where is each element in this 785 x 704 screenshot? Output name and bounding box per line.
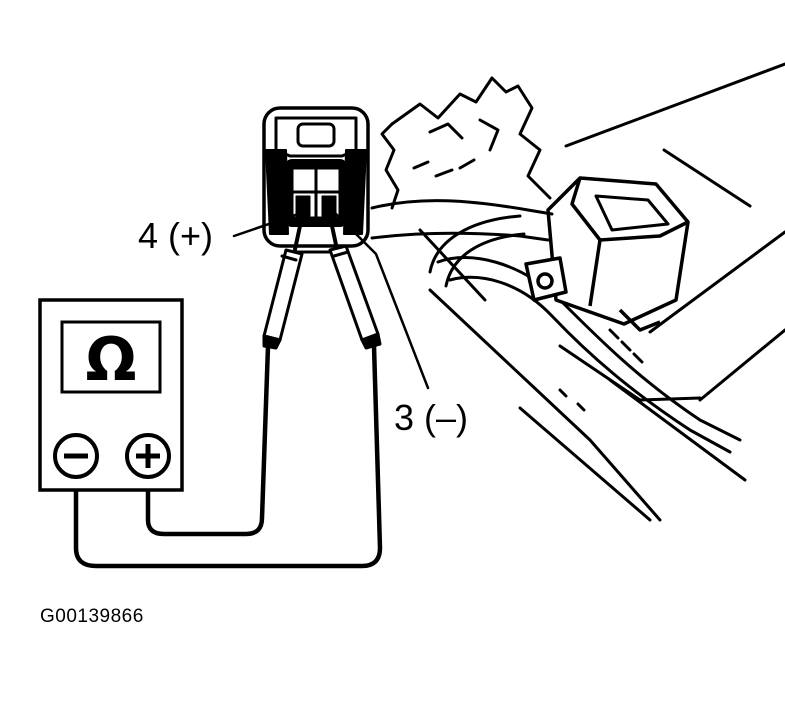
test-leads <box>73 343 383 569</box>
callout-leaders <box>232 212 430 390</box>
negative-jack <box>53 433 99 479</box>
relay-block <box>524 176 690 332</box>
ohmmeter: Ω <box>38 298 184 492</box>
harness-connector <box>262 106 370 254</box>
negative-lead-wire <box>73 343 383 569</box>
leader-terminal-3 <box>334 212 430 390</box>
leader-terminal-4 <box>232 212 300 238</box>
positive-probe <box>262 210 305 350</box>
figure-id: G00139866 <box>40 606 144 627</box>
wire-harness <box>370 199 554 242</box>
positive-lead-wire <box>145 343 271 537</box>
bolt-hole-icon <box>536 272 554 290</box>
terminal-4-positive-label: 4 (+) <box>138 215 213 256</box>
meter-display <box>60 320 162 394</box>
plus-icon <box>136 444 160 468</box>
terminal-3-negative-label: 3 (–) <box>394 397 468 438</box>
positive-jack <box>125 433 171 479</box>
ohmmeter-icon: Ω <box>85 325 136 395</box>
